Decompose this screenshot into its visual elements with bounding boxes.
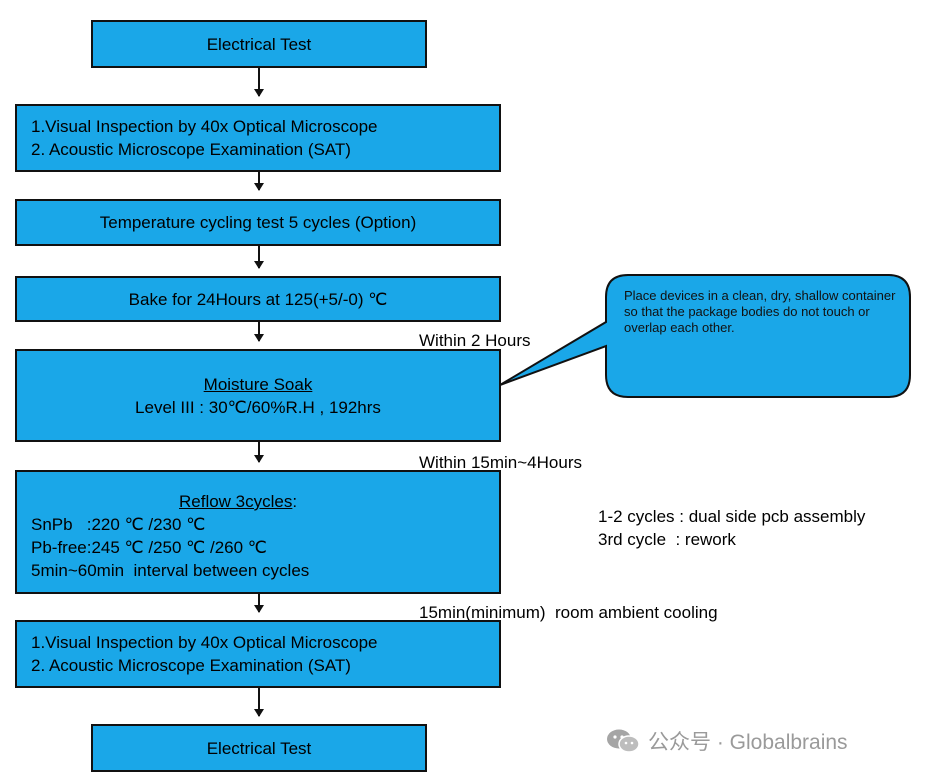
reflow-title: Reflow 3cycles bbox=[179, 492, 293, 511]
reflow-box: Reflow 3cycles: SnPb :220 ℃ /230 ℃ Pb-fr… bbox=[15, 470, 501, 594]
cooling-note: 15min(minimum) room ambient cooling bbox=[419, 603, 718, 622]
acoustic-examination-line-2: 2. Acoustic Microscope Examination (SAT) bbox=[31, 656, 351, 675]
reflow-title-row: Reflow 3cycles: bbox=[31, 490, 499, 513]
bake-box: Bake for 24Hours at 125(+5/-0) ℃ bbox=[15, 276, 501, 322]
wechat-icon bbox=[607, 729, 640, 753]
reflow-title-colon: : bbox=[292, 492, 298, 511]
electrical-test-bottom-box: Electrical Test bbox=[91, 724, 427, 772]
within-15min-4hours-note: Within 15min~4Hours bbox=[419, 453, 582, 472]
moisture-soak-title: Moisture Soak bbox=[203, 374, 313, 394]
reflow-pbfree-line: Pb-free:245 ℃ /250 ℃ /260 ℃ bbox=[31, 538, 267, 557]
moisture-soak-box: Moisture Soak Level III : 30℃/60%R.H , 1… bbox=[15, 349, 501, 442]
bake-label: Bake for 24Hours at 125(+5/-0) ℃ bbox=[128, 289, 388, 309]
reflow-interval-line: 5min~60min interval between cycles bbox=[31, 561, 310, 580]
temperature-cycling-box: Temperature cycling test 5 cycles (Optio… bbox=[15, 199, 501, 246]
within-2-hours-note: Within 2 Hours bbox=[419, 331, 531, 350]
callout-text: Place devices in a clean, dry, shallow c… bbox=[624, 288, 896, 335]
cycles-note-2: 3rd cycle : rework bbox=[598, 530, 736, 549]
electrical-test-bottom-label: Electrical Test bbox=[206, 738, 312, 758]
inspection-box-1: 1.Visual Inspection by 40x Optical Micro… bbox=[15, 104, 501, 172]
temperature-cycling-label: Temperature cycling test 5 cycles (Optio… bbox=[99, 213, 417, 232]
watermark: 公众号 · Globalbrains bbox=[606, 727, 848, 755]
watermark-text: 公众号 · Globalbrains bbox=[648, 731, 848, 754]
cycles-note-1: 1-2 cycles : dual side pcb assembly bbox=[598, 507, 866, 526]
reflow-snpb-line: SnPb :220 ℃ /230 ℃ bbox=[31, 515, 206, 534]
moisture-soak-detail: Level III : 30℃/60%R.H , 192hrs bbox=[135, 397, 381, 417]
visual-inspection-line: 1.Visual Inspection by 40x Optical Micro… bbox=[31, 117, 378, 136]
callout-bubble bbox=[499, 274, 911, 398]
acoustic-examination-line: 2. Acoustic Microscope Examination (SAT) bbox=[31, 140, 351, 159]
electrical-test-top-label: Electrical Test bbox=[206, 34, 312, 54]
visual-inspection-line-2: 1.Visual Inspection by 40x Optical Micro… bbox=[31, 633, 378, 652]
inspection-box-2: 1.Visual Inspection by 40x Optical Micro… bbox=[15, 620, 501, 688]
electrical-test-top-box: Electrical Test bbox=[91, 20, 427, 68]
